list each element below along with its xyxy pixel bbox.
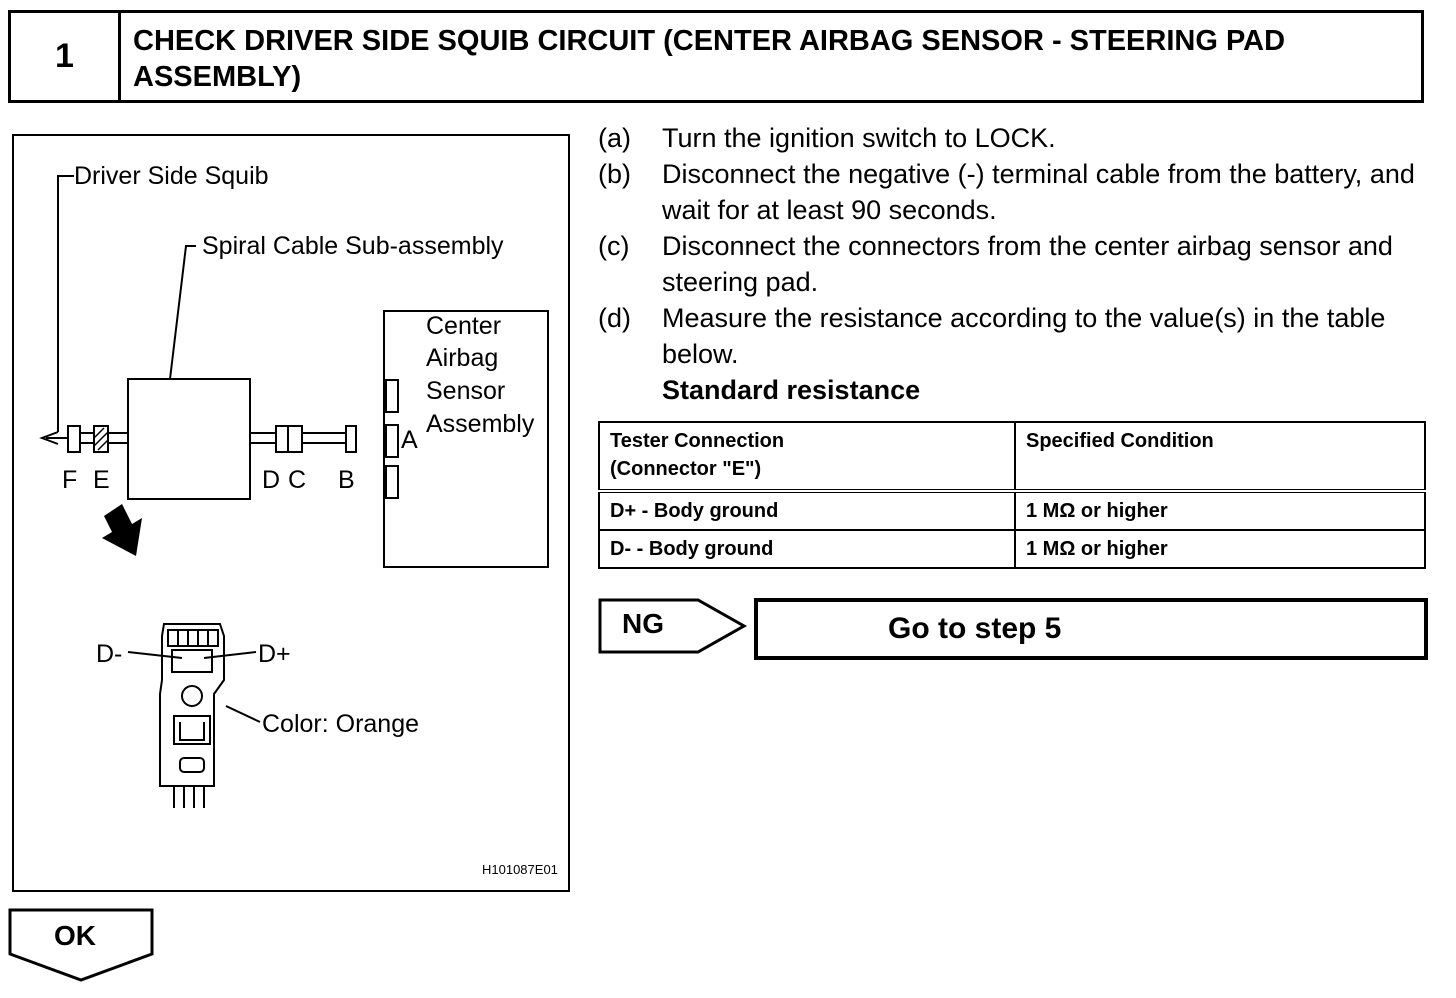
header-specified-condition: Specified Condition xyxy=(1014,421,1426,493)
squib-leader-line xyxy=(57,175,74,432)
step-text: Turn the ignition switch to LOCK. xyxy=(662,123,1056,153)
resistance-table: Tester Connection (Connector "E") Specif… xyxy=(598,421,1426,569)
table-cell-condition: 1 MΩ or higher xyxy=(1014,490,1426,531)
step-number: 1 xyxy=(11,13,121,100)
step-letter: (a) xyxy=(598,123,631,153)
step-letter: (c) xyxy=(598,231,630,261)
step-letter: (b) xyxy=(598,159,631,189)
standard-resistance-title: Standard resistance xyxy=(662,375,921,405)
ok-arrow-shape xyxy=(8,908,154,982)
table-row: D+ - Body ground 1 MΩ or higher xyxy=(598,490,1426,531)
diagram-drawing xyxy=(39,175,549,808)
table-cell-condition: 1 MΩ or higher xyxy=(1014,529,1426,569)
connector-b-label: B xyxy=(338,466,355,494)
spiral-cable-box xyxy=(127,378,251,500)
connector-a-label: A xyxy=(401,426,418,454)
ng-label: NG xyxy=(622,608,664,639)
connector-a xyxy=(385,424,399,458)
table-cell-connection: D+ - Body ground xyxy=(598,490,1016,531)
step-b: (b) Disconnect the negative (-) terminal… xyxy=(598,156,1428,228)
go-to-step-box[interactable]: Go to step 5 xyxy=(754,598,1428,660)
connector-e xyxy=(93,425,109,453)
connector-d-label: D xyxy=(262,466,281,494)
driver-side-squib-label: Driver Side Squib xyxy=(74,162,269,190)
color-label: Color: Orange xyxy=(262,710,420,738)
spiral-cable-label: Spiral Cable Sub-assembly xyxy=(202,232,504,260)
step-c: (c) Disconnect the connectors from the c… xyxy=(598,228,1428,300)
ok-branch: OK xyxy=(8,908,156,989)
center-label-line1: Center xyxy=(426,312,502,340)
connector-d xyxy=(275,425,289,453)
table-cell-connection: D- - Body ground xyxy=(598,529,1016,569)
connector-f xyxy=(67,425,81,453)
connector-b xyxy=(345,425,357,453)
figure-code: H101087E01 xyxy=(482,862,558,877)
connector-c xyxy=(287,425,303,453)
step-title: CHECK DRIVER SIDE SQUIB CIRCUIT (CENTER … xyxy=(133,25,1286,93)
ng-branch: NG xyxy=(598,598,748,661)
step-a: (a) Turn the ignition switch to LOCK. xyxy=(598,120,1428,156)
step-text: Disconnect the negative (-) terminal cab… xyxy=(662,159,1415,225)
step-d: (d) Measure the resistance according to … xyxy=(598,300,1428,372)
ok-label: OK xyxy=(54,920,96,951)
squib-tip xyxy=(39,431,59,445)
go-to-step-text: Go to step 5 xyxy=(888,612,1062,645)
center-label-line2: Airbag xyxy=(426,344,499,372)
header-tester-connection: Tester Connection (Connector "E") xyxy=(598,421,1016,493)
table-header-row: Tester Connection (Connector "E") Specif… xyxy=(598,421,1426,493)
step-text: Disconnect the connectors from the cente… xyxy=(662,231,1393,297)
center-airbag-sensor-box xyxy=(383,310,549,568)
step-letter: (d) xyxy=(598,303,631,333)
center-label-line4: Assembly xyxy=(426,410,535,438)
step-header: 1 CHECK DRIVER SIDE SQUIB CIRCUIT (CENTE… xyxy=(8,10,1424,103)
connector-e-closeup xyxy=(159,623,225,787)
procedure-steps: (a) Turn the ignition switch to LOCK. (b… xyxy=(598,120,1428,408)
connector-c-label: C xyxy=(288,466,307,494)
d-plus-label: D+ xyxy=(258,640,291,668)
d-minus-label: D- xyxy=(96,640,123,668)
step-text: Measure the resistance according to the … xyxy=(662,303,1386,369)
center-label-line3: Sensor xyxy=(426,377,506,405)
connector-e-label: E xyxy=(93,466,110,494)
header-line1: Tester Connection xyxy=(610,430,785,452)
ng-arrow-shape xyxy=(598,598,748,654)
header-line2: (Connector "E") xyxy=(610,458,762,480)
connector-f-label: F xyxy=(62,466,78,494)
wiring-diagram: Driver Side Squib Spiral Cable Sub-assem… xyxy=(12,134,570,892)
table-row: D- - Body ground 1 MΩ or higher xyxy=(598,529,1426,569)
spiral-leader-line xyxy=(169,245,196,380)
down-arrow-icon xyxy=(102,504,142,556)
